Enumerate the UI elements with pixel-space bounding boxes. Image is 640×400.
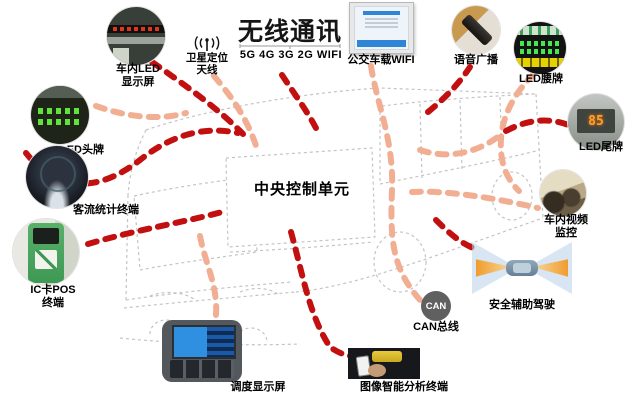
taxi-shape — [372, 351, 402, 362]
connector-image-analysis — [288, 229, 354, 359]
connector-top-center — [279, 72, 321, 135]
adas-illustration — [470, 240, 574, 296]
led-waist-sign-label: LED腰牌 — [519, 73, 563, 85]
connector-led-tail-a — [417, 130, 506, 158]
car-top-view — [506, 260, 538, 276]
hand-shape — [368, 364, 386, 377]
adas-label: 安全辅助驾驶 — [489, 299, 555, 311]
connector-wifi-can — [368, 63, 423, 303]
bracket-line — [239, 44, 341, 49]
image-analysis-label: 图像智能分析终端 — [360, 381, 448, 393]
bus-wifi-sign-photo — [349, 2, 414, 54]
bus-wifi-label: 公交车载WIFI — [347, 54, 415, 66]
central-control-unit-label: 中央控制单元 — [253, 181, 350, 198]
cabin-led-display-label: 车内LED 显示屏 — [116, 63, 160, 88]
bus-sketch — [119, 87, 544, 346]
led-tail-digits: 85 — [588, 113, 604, 129]
voice-broadcast-photo — [452, 6, 500, 54]
led-tail-sign-label: LED尾牌 — [579, 141, 623, 153]
connector-led-waist — [497, 71, 537, 194]
connector-led-head — [93, 103, 189, 121]
can-bus-icon: CAN — [421, 291, 451, 321]
ic-pos-photo — [13, 219, 79, 285]
camera-lens — [40, 156, 76, 192]
ic-pos-label: IC卡POS 终端 — [30, 284, 76, 309]
cabin-video-label: 车内视频 监控 — [544, 214, 588, 239]
connector-adas — [433, 217, 481, 253]
connector-dispatch — [197, 233, 220, 331]
connector-satellite — [211, 73, 261, 155]
led-head-sign-photo — [31, 86, 89, 144]
terminal-keypad — [170, 360, 234, 378]
speaker-horn — [460, 13, 494, 47]
connector-cabin-led — [149, 59, 246, 137]
image-analysis-photo — [348, 348, 420, 379]
connector-voice — [425, 64, 473, 115]
can-bus-label: CAN总线 — [413, 321, 459, 333]
page-title: 无线通讯 — [237, 18, 342, 46]
cabin-video-photo — [540, 170, 586, 216]
connectors-salmon — [93, 63, 541, 331]
led-strip — [107, 25, 165, 33]
dispatch-terminal-photo — [162, 320, 242, 382]
connector-ic-pos — [85, 209, 225, 247]
led-waist-sign-photo — [514, 22, 566, 74]
passenger-counter-photo — [26, 146, 88, 208]
terminal-screen — [172, 325, 236, 359]
voice-broadcast-label: 语音广播 — [454, 54, 498, 66]
cabin-led-display-photo — [107, 7, 165, 65]
network-generations-label: 5G 4G 3G 2G WIFI — [239, 49, 343, 61]
satellite-antenna-icon — [194, 36, 220, 51]
connector-video — [409, 188, 541, 211]
dispatch-display-label: 调度显示屏 — [230, 381, 286, 393]
satellite-antenna-label: 卫星定位 天线 — [186, 52, 228, 76]
passenger-counter-label: 客流统计终端 — [73, 204, 139, 216]
connector-led-tail-b — [503, 117, 574, 134]
led-tail-sign-photo: 85 — [568, 94, 624, 150]
